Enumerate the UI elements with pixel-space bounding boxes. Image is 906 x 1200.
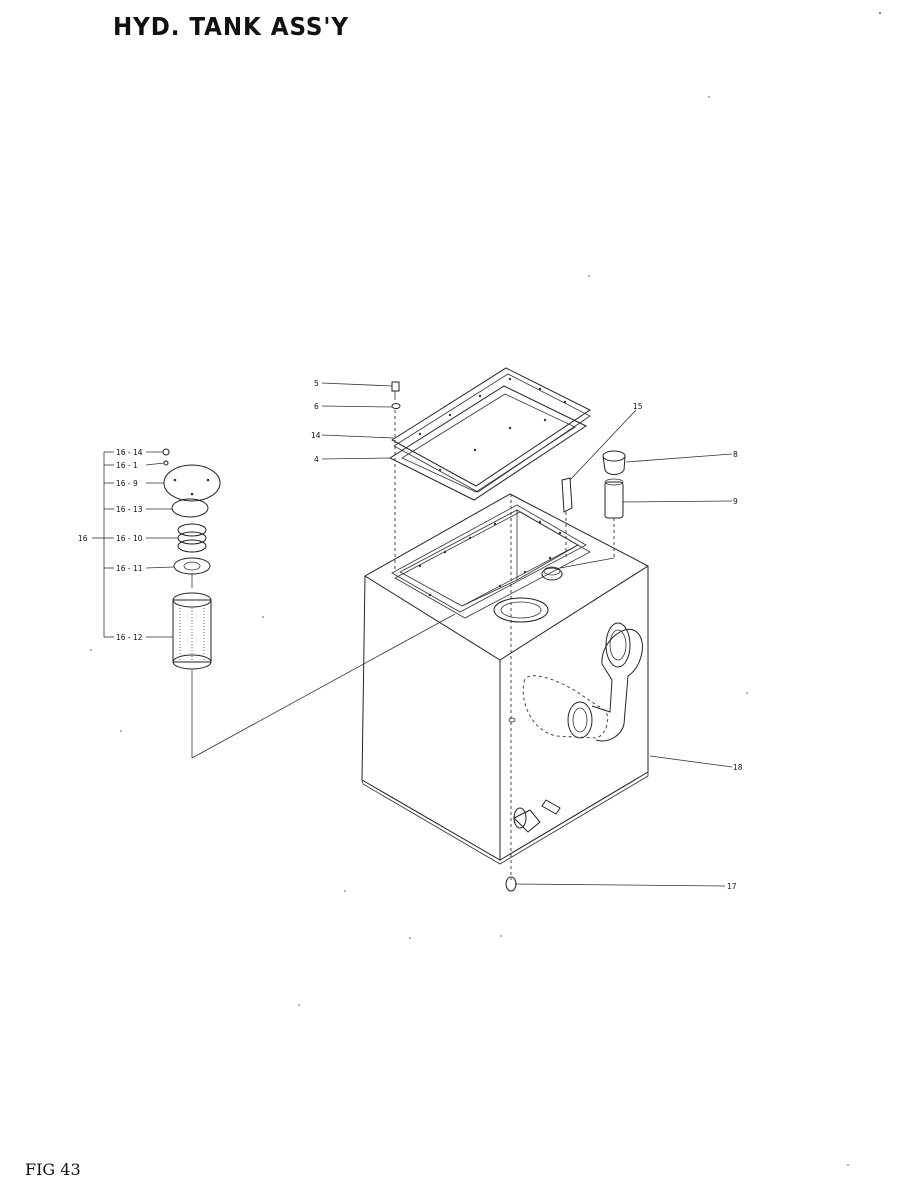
- callout-16-14: 16 - 14: [116, 448, 143, 457]
- callout-16-11: 16 - 11: [116, 564, 143, 573]
- callout-16: 16: [78, 534, 88, 543]
- hydraulic-tank-body: [361, 493, 649, 880]
- callout-16-10: 16 - 10: [116, 534, 143, 543]
- callout-9: 9: [733, 497, 738, 506]
- callout-4: 4: [314, 455, 319, 464]
- callout-17: 17: [727, 882, 737, 891]
- callout-18: 18: [733, 763, 743, 772]
- callout-16-1: 16 - 1: [116, 461, 138, 470]
- callout-6: 6: [314, 402, 319, 411]
- figure-label: FIG 43: [25, 1160, 81, 1179]
- callout-14: 14: [311, 431, 321, 440]
- scan-specks: [90, 12, 881, 1166]
- breather-and-strainer: [561, 450, 626, 560]
- callout-8: 8: [733, 450, 738, 459]
- callout-16-9: 16 - 9: [116, 479, 138, 488]
- callout-16-12: 16 - 12: [116, 633, 143, 642]
- callout-16-13: 16 - 13: [116, 505, 143, 514]
- callout-5: 5: [314, 379, 319, 388]
- callout-15: 15: [633, 402, 643, 411]
- callout-labels: 5 6 14 4 15 8 9 18 17 16 16 - 14 16 - 1 …: [78, 379, 743, 891]
- leader-lines: [92, 382, 733, 887]
- cover-plate-and-gasket: [388, 367, 591, 570]
- return-filter-assembly: [162, 448, 456, 759]
- page-title: HYD. TANK ASS'Y: [113, 12, 349, 41]
- drain-plug: [505, 876, 517, 892]
